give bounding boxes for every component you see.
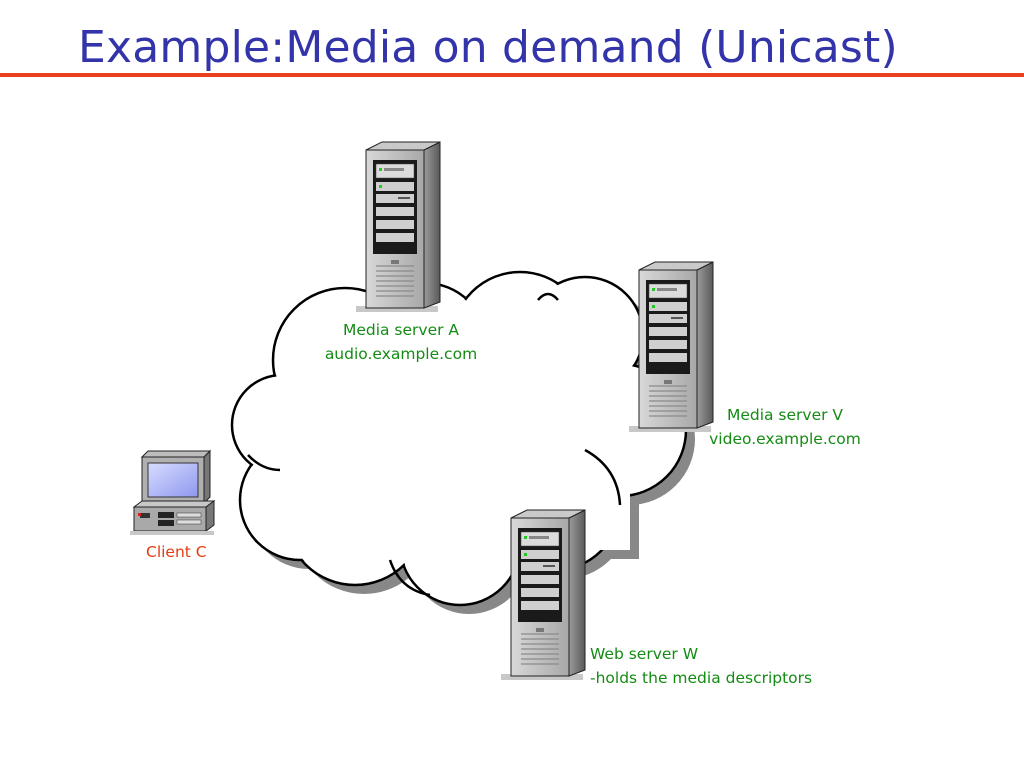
client-c-label: Client C bbox=[146, 540, 207, 564]
web-server-w-note: -holds the media descriptors bbox=[590, 669, 813, 687]
media-server-v-name: Media server V bbox=[726, 406, 844, 424]
media-server-a-label: Media server A audio.example.com bbox=[316, 318, 486, 366]
media-server-a-name: Media server A bbox=[342, 321, 460, 339]
title-rule bbox=[0, 73, 1024, 77]
media-server-a-icon[interactable] bbox=[355, 141, 441, 313]
media-server-v-label: Media server V video.example.com bbox=[700, 403, 870, 451]
media-server-v-host: video.example.com bbox=[709, 430, 861, 448]
media-server-a-host: audio.example.com bbox=[324, 345, 478, 363]
web-server-w-icon[interactable] bbox=[500, 509, 586, 681]
web-server-w-label: Web server W -holds the media descriptor… bbox=[590, 642, 812, 690]
client-c-icon[interactable] bbox=[130, 449, 216, 535]
web-server-w-name: Web server W bbox=[590, 645, 699, 663]
slide-title: Example:Media on demand (Unicast) bbox=[78, 22, 898, 73]
client-c-name: Client C bbox=[146, 543, 207, 561]
